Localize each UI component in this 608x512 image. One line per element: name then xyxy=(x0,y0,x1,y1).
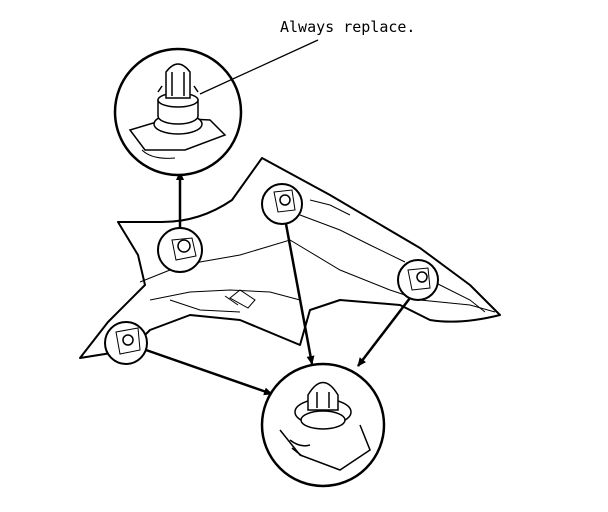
trim-panel xyxy=(79,157,501,359)
arrows xyxy=(145,171,411,396)
arrow-clip3-to-lower-detail xyxy=(357,297,411,367)
clip-location-3 xyxy=(397,259,439,301)
arrow-clip4-to-lower-detail xyxy=(145,348,273,396)
callout-leader-line xyxy=(199,39,319,95)
clip-location-2 xyxy=(261,183,303,225)
clip-location-1 xyxy=(157,227,203,273)
lower-detail-bubble xyxy=(260,362,386,488)
upper-detail-bubble xyxy=(113,47,243,177)
always-replace-callout: Always replace. xyxy=(280,18,416,36)
clip-location-4 xyxy=(104,321,148,365)
arrow-clip2-to-lower-detail xyxy=(284,223,315,365)
